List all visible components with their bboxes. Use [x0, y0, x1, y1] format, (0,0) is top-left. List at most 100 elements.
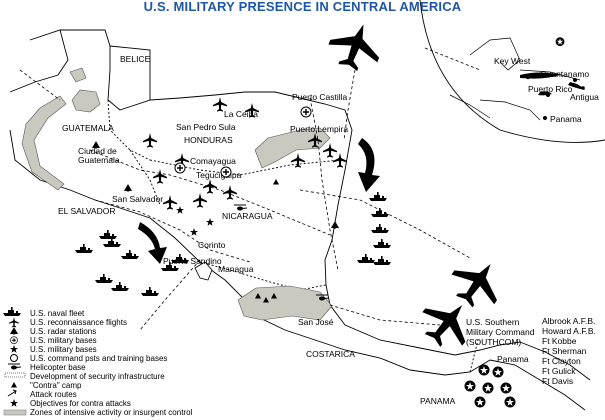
- svg-text:Zones of intensive activity or: Zones of intensive activity or insurgent…: [30, 408, 193, 417]
- label-guatemala: GUATEMALA: [62, 123, 114, 133]
- plane-icon: [163, 195, 177, 210]
- svg-text:U.S. reconnaissance flights: U.S. reconnaissance flights: [30, 318, 127, 327]
- svg-text:Objectives for contra attacks: Objectives for contra attacks: [30, 399, 131, 408]
- helicopter-icon: [7, 363, 22, 370]
- base-name: Ft Gulick: [542, 366, 576, 376]
- label-honduras: HONDURAS: [184, 135, 233, 145]
- naval-approach-arrows: [138, 138, 380, 264]
- svg-text:Helicopter base: Helicopter base: [30, 363, 86, 372]
- legend-item: "Contra" camp: [11, 381, 82, 390]
- zone-guatemala-highlands: [21, 95, 67, 191]
- ship-icon: [371, 208, 389, 217]
- svg-text:Development of security infras: Development of security infrastructure: [30, 372, 165, 381]
- label-belice: BELICE: [120, 54, 151, 64]
- plane-icon: [223, 185, 237, 200]
- inset-label-panama: Panama: [550, 114, 582, 124]
- svg-text:U.S. military bases: U.S. military bases: [30, 345, 97, 354]
- base-star-icon: [478, 364, 490, 376]
- radar-icon: [123, 183, 133, 193]
- southcom-label: U.S. Southern Military Command (SOUTHCOM…: [466, 317, 535, 347]
- label-panama-city: Panama: [497, 354, 529, 364]
- plane-icon: [291, 153, 305, 168]
- hatched-bar-icon: [4, 372, 26, 378]
- base-star-icon: [474, 396, 486, 408]
- base-icon: [174, 162, 186, 174]
- label-corinto: Corinto: [198, 240, 226, 250]
- base-star-icon: [482, 382, 494, 394]
- radar-icon: [91, 140, 101, 150]
- radar-icon: [9, 326, 19, 336]
- label-san-pedro-sula: San Pedro Sula: [176, 122, 236, 132]
- base-icon: [220, 166, 232, 178]
- label-el-salvador: EL SALVADOR: [58, 206, 115, 216]
- svg-text:U.S. radar stations: U.S. radar stations: [30, 327, 96, 336]
- legend-item: U.S. reconnaissance flights: [9, 317, 127, 328]
- city-labels: Ciudad de Guatemala La Ceiba Puerto Cast…: [78, 92, 529, 364]
- military-bases: [174, 106, 516, 408]
- inset-caribbean: Key West Guantanamo Puerto Rico Antigua …: [419, 0, 605, 143]
- base-plus-icon: [10, 336, 18, 345]
- base-star-icon: [492, 366, 504, 378]
- legend-item: U.S. military bases: [10, 336, 97, 345]
- objective-icon: [206, 218, 214, 226]
- label-san-jose: San José: [298, 317, 334, 327]
- label-ciudad-2: Guatemala: [78, 155, 120, 165]
- inset-label-puerto-rico: Puerto Rico: [528, 84, 573, 94]
- attack-routes: [19, 47, 481, 331]
- ship-icon: [99, 230, 117, 239]
- base-icon: [300, 106, 312, 118]
- ship-icon: [95, 274, 113, 283]
- attack-route-icon: [7, 389, 17, 397]
- label-san-salvador: San Salvador: [112, 194, 163, 204]
- svg-text:U.S. military bases: U.S. military bases: [30, 336, 97, 345]
- label-puerto-lempira: Puerto Lempira: [290, 124, 348, 134]
- svg-text:Attack routes: Attack routes: [30, 390, 77, 399]
- plane-icon: [323, 143, 337, 158]
- label-panama: PANAMA: [420, 396, 456, 406]
- plane-icon: [193, 193, 207, 208]
- objective-icon: [190, 228, 198, 236]
- label-comayagua: Comayagua: [190, 156, 236, 166]
- legend-item: U.S. command psts and training bases: [10, 354, 167, 363]
- ship-icon: [103, 238, 121, 247]
- base-name: Ft Sherman: [542, 346, 587, 356]
- radar-icon: [330, 220, 340, 230]
- label-tegucigalpa: Tegucigalpa: [196, 170, 242, 180]
- base-star-icon: [500, 382, 512, 394]
- objective-icon: [10, 399, 18, 407]
- plane-icon: [333, 153, 347, 168]
- ship-icon: [373, 239, 391, 248]
- lake-nicaragua: [194, 261, 213, 281]
- country-labels: BELICE GUATEMALA HONDURAS EL SALVADOR NI…: [58, 54, 456, 406]
- plane-icon: [203, 179, 217, 194]
- ship-icon: [141, 287, 159, 296]
- ship-icon: [3, 307, 21, 316]
- legend-item: Helicopter base: [7, 363, 86, 372]
- jet-icon: [442, 249, 512, 317]
- camp-icon: [273, 179, 279, 185]
- plane-icon: [153, 169, 167, 184]
- zone-swatch-icon: [3, 409, 27, 416]
- map-title: U.S. MILITARY PRESENCE IN CENTRAL AMERIC…: [143, 0, 462, 14]
- ship-icon: [373, 256, 391, 265]
- base-name: Howard A.F.B.: [542, 326, 596, 336]
- coastlines: [9, 29, 591, 411]
- base-star-icon: [464, 380, 476, 392]
- base-name: Ft Kobbe: [542, 336, 577, 346]
- legend-item: U.S. radar stations: [9, 326, 96, 336]
- svg-text:"Contra" camp: "Contra" camp: [30, 381, 82, 390]
- arrow-pacific: [138, 222, 167, 264]
- command-post-icon: [10, 354, 18, 362]
- zone-costa-rica: [237, 285, 333, 321]
- base-star-icon: [504, 396, 516, 408]
- reconnaissance-jets: [323, 15, 512, 358]
- legend-item: U.S. naval fleet: [3, 307, 85, 318]
- ship-icon: [121, 250, 139, 259]
- inset-base-icon: [555, 37, 565, 46]
- arrow-caribbean: [358, 138, 380, 192]
- inset-label-guantanamo: Guantanamo: [540, 69, 589, 79]
- svg-text:U.S. command psts and training: U.S. command psts and training bases: [30, 354, 167, 363]
- legend-item: U.S. military bases: [10, 345, 97, 354]
